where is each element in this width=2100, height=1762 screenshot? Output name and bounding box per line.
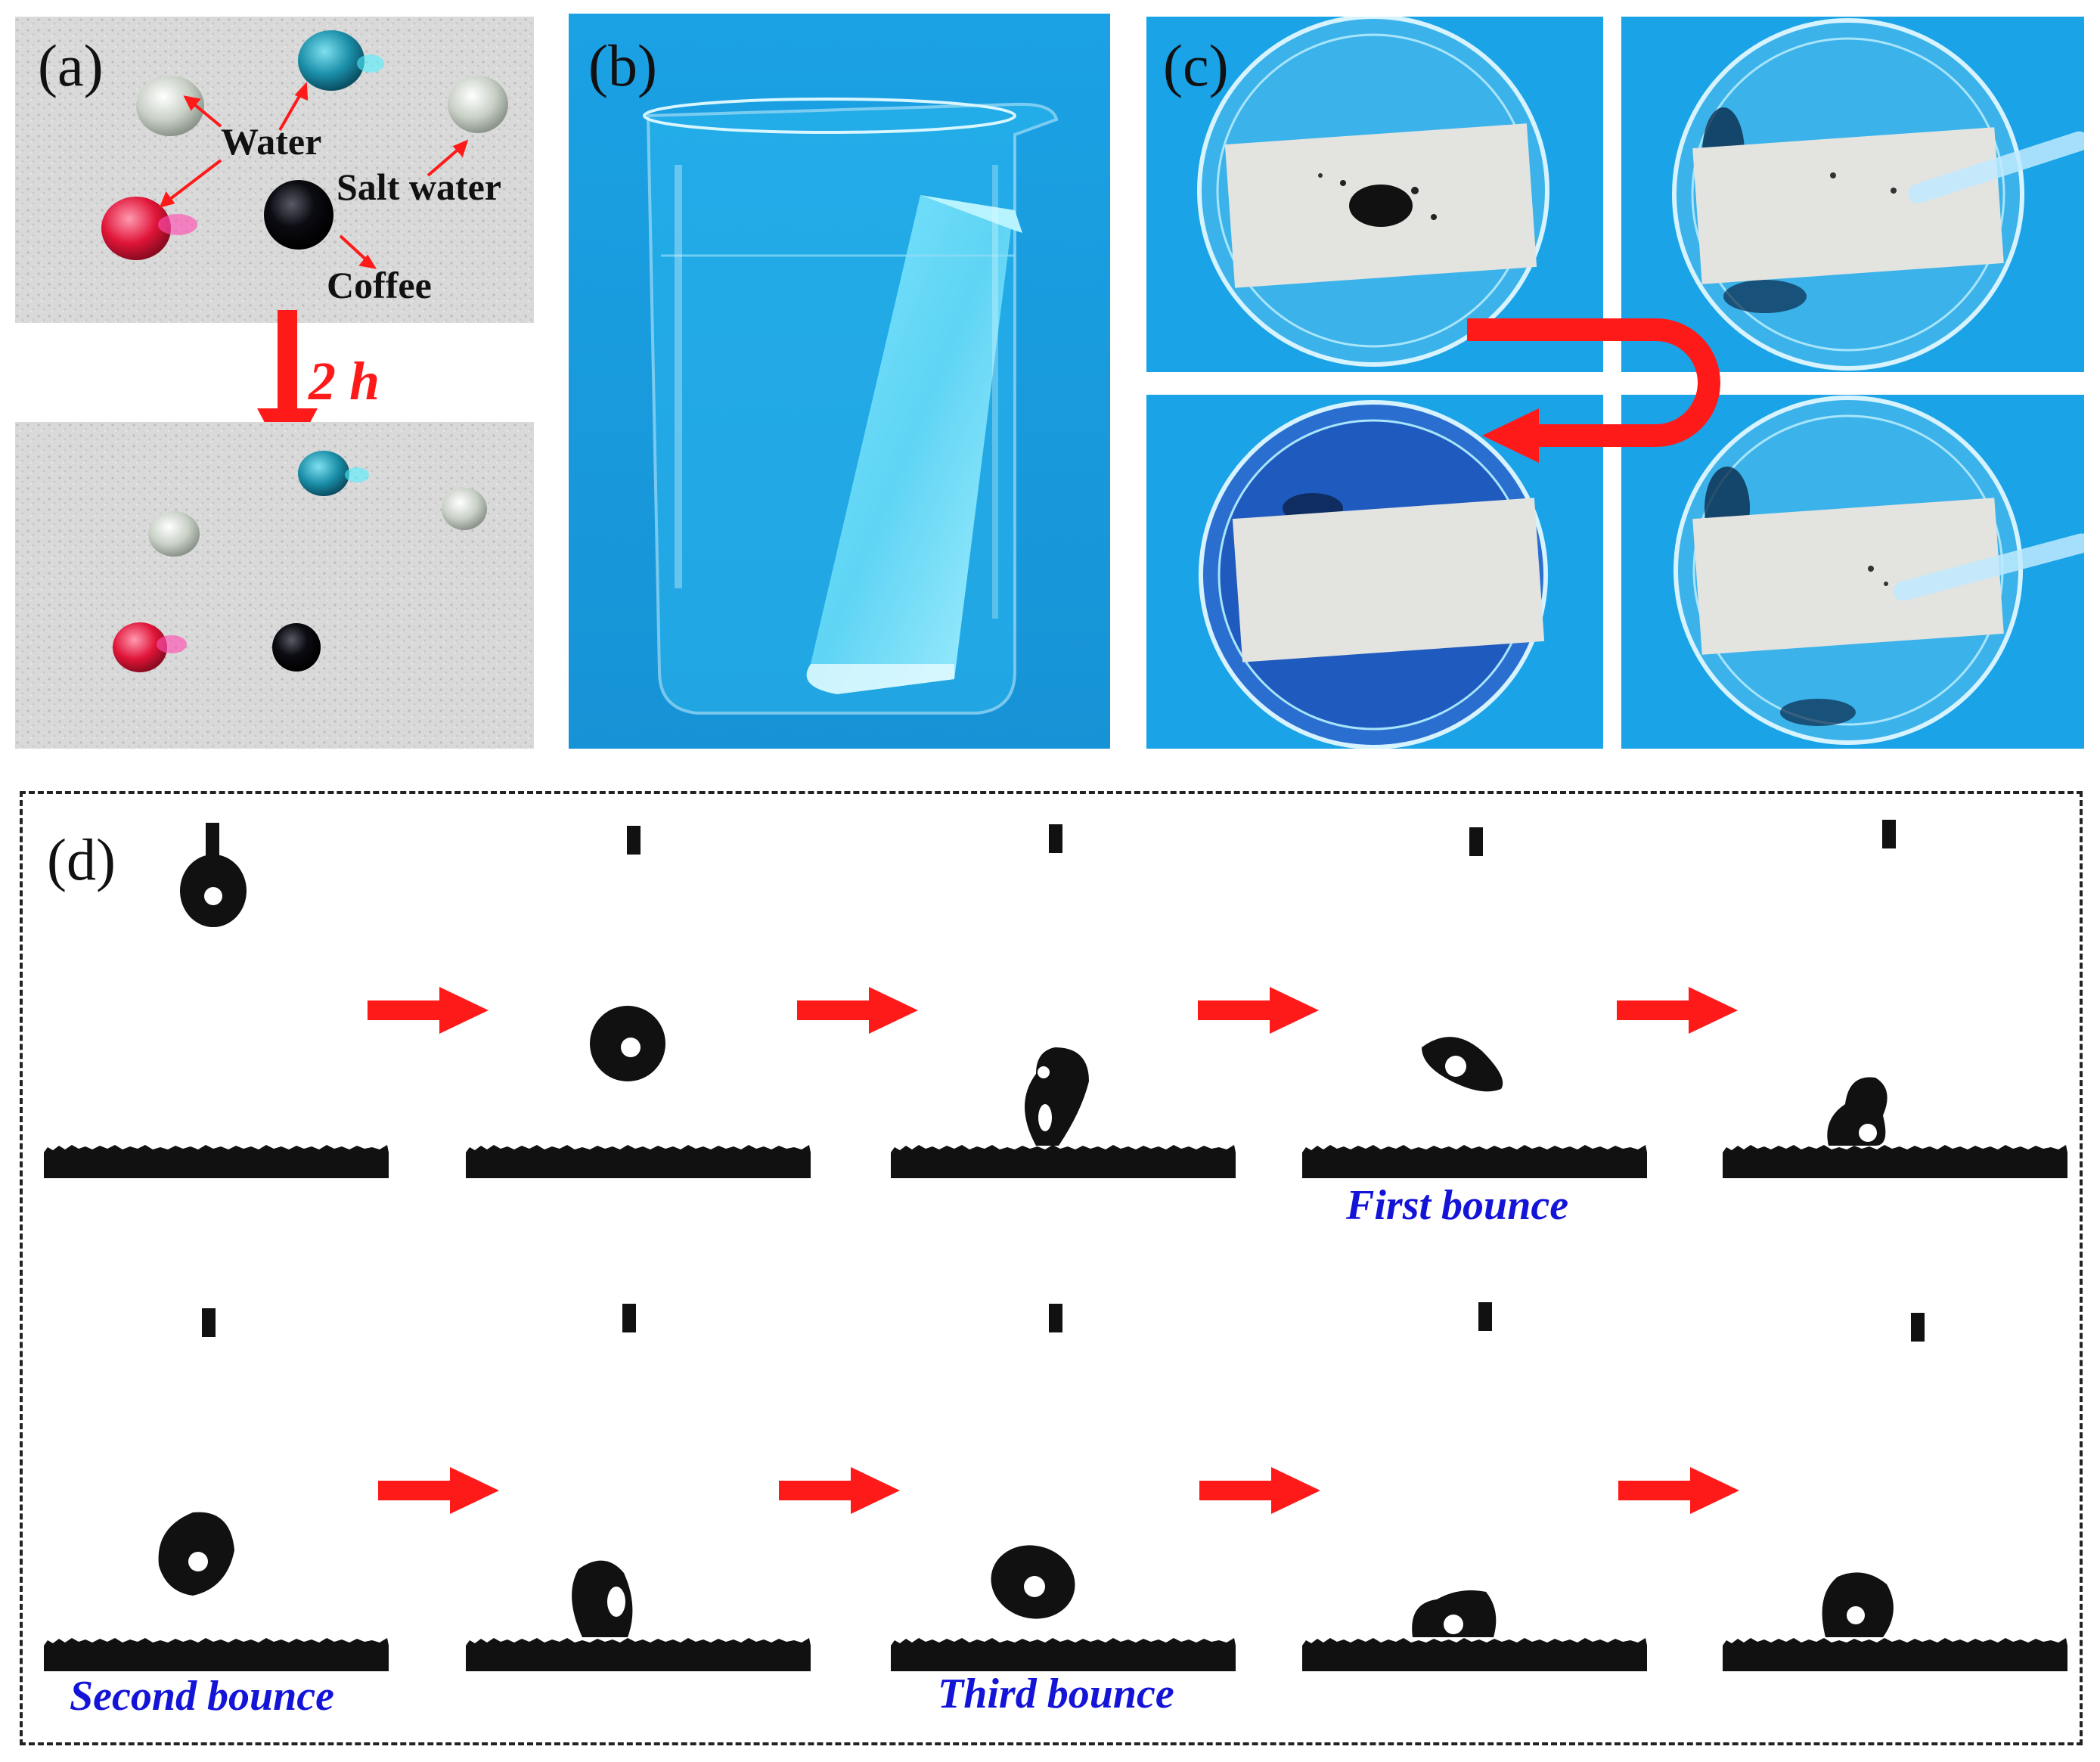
panel-a-bottom-photo — [15, 422, 534, 749]
panel-b-label: (b) — [588, 33, 657, 98]
third-bounce-label: Third bounce — [938, 1670, 1174, 1717]
first-bounce-label: First bounce — [1346, 1182, 1569, 1229]
second-bounce-label: Second bounce — [70, 1673, 334, 1720]
panel-d-label: (d) — [47, 827, 116, 892]
panel-c-photo-1 — [1146, 17, 1603, 372]
panel-c-photo-3 — [1146, 395, 1603, 749]
u-turn-arrow-icon — [1467, 318, 1720, 463]
water-label: Water — [221, 120, 322, 163]
panel-d-frame — [20, 791, 2083, 1745]
panel-c-photo-2 — [1621, 17, 2084, 372]
panel-a-top-photo — [15, 17, 534, 323]
panel-b-photo — [569, 14, 1110, 749]
panel-c-label: (c) — [1163, 33, 1229, 98]
panel-c-photo-4 — [1621, 395, 2084, 749]
coffee-label: Coffee — [327, 264, 432, 306]
salt-water-label: Salt water — [337, 166, 501, 208]
panel-a-label: (a) — [38, 33, 104, 98]
time-label: 2 h — [309, 351, 380, 411]
